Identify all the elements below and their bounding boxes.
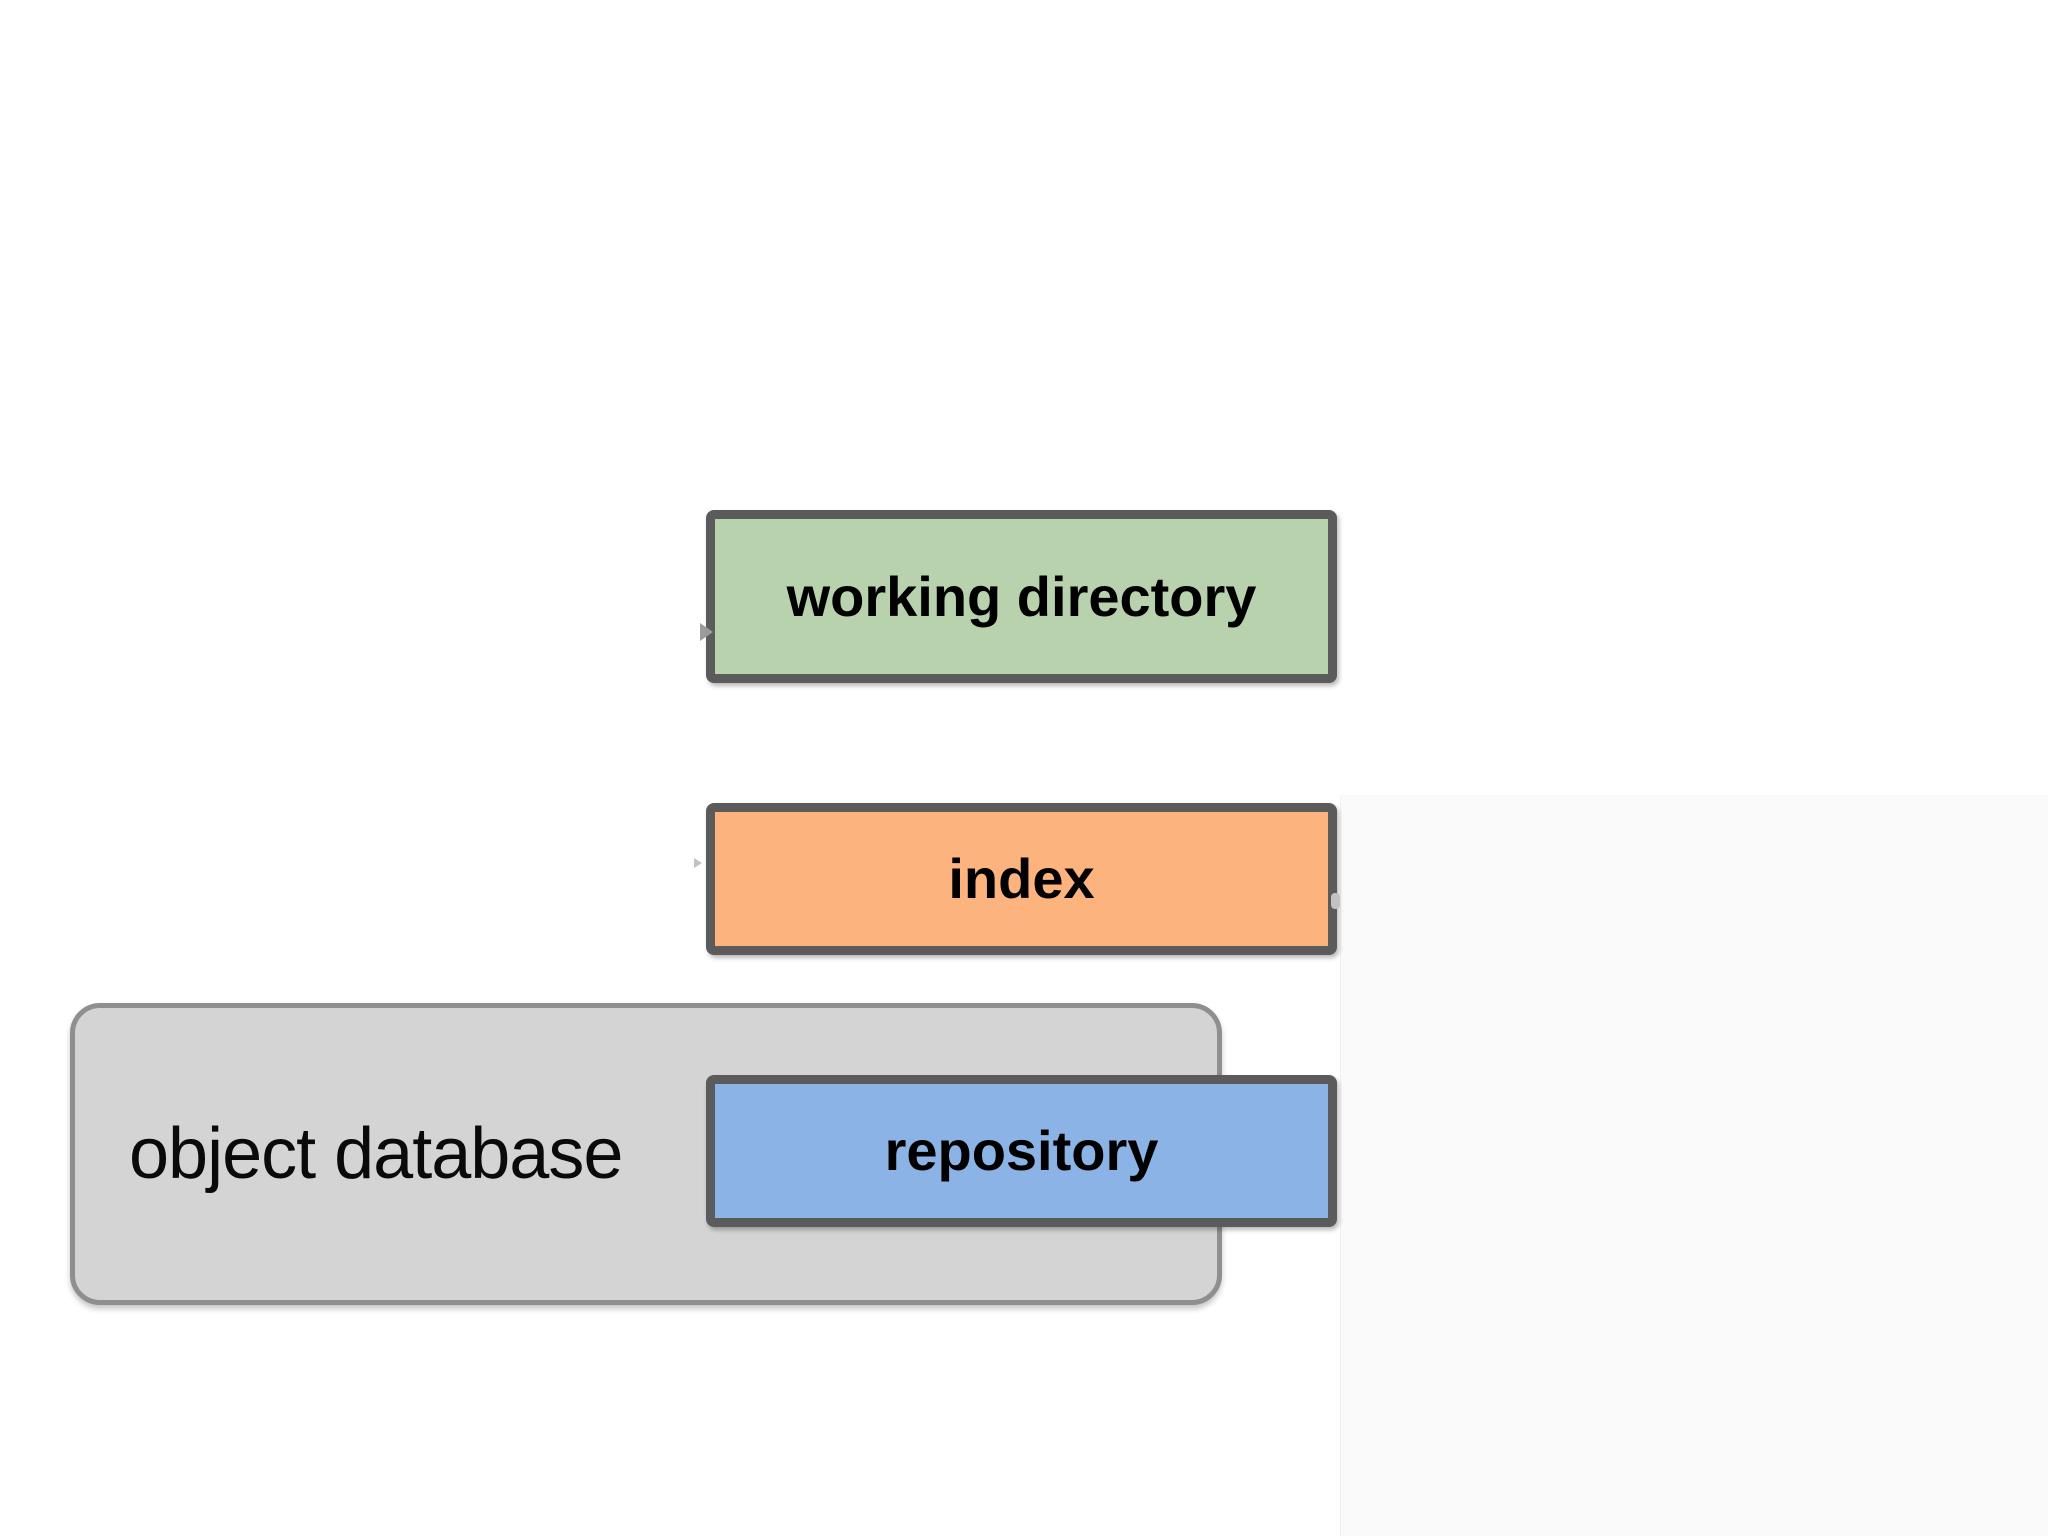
index-label: index — [948, 847, 1095, 910]
working-directory-label: working directory — [786, 564, 1257, 628]
repository-label: repository — [884, 1119, 1159, 1182]
pale-side-panel — [1340, 795, 2048, 1536]
border-nub-remnant-icon — [1331, 893, 1340, 909]
tiny-arrow-remnant-icon — [694, 858, 702, 868]
index-box: index — [706, 803, 1337, 955]
arrow-remnant-icon — [700, 623, 713, 641]
object-database-label: object database — [129, 1114, 623, 1194]
repository-box: repository — [706, 1075, 1337, 1227]
working-directory-box: working directory — [706, 510, 1337, 683]
